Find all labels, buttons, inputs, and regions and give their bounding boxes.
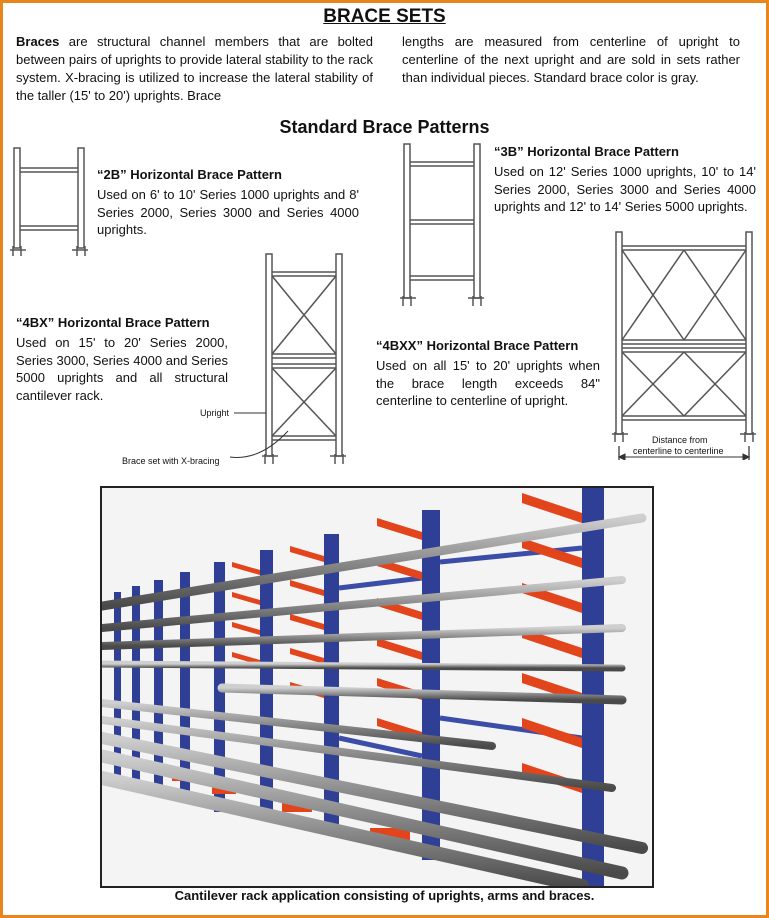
intro-left-text: are structural channel members that are … [16, 34, 373, 103]
upright-label: Upright [200, 408, 230, 418]
diagram-2b [10, 147, 88, 256]
cantilever-rack-illustration [102, 488, 652, 886]
pattern-2b-heading: “2B” Horizontal Brace Pattern [97, 167, 282, 182]
section-title: Standard Brace Patterns [279, 117, 490, 137]
diagram-3b [400, 143, 484, 306]
pattern-4bx-heading: “4BX” Horizontal Brace Pattern [16, 315, 210, 330]
pattern-2b-text: Used on 6' to 10' Series 1000 uprights a… [97, 187, 359, 237]
brace-set-label: Brace set with X-bracing [122, 456, 220, 466]
intro-left-paragraph: Braces are structural channel members th… [16, 33, 373, 105]
upright-leader-line [230, 412, 289, 458]
pattern-3b-heading: “3B” Horizontal Brace Pattern [494, 144, 679, 159]
pattern-4bxx-heading: “4BXX” Horizontal Brace Pattern [376, 338, 579, 353]
diagram-4bxx [612, 231, 756, 460]
pattern-4bxx-text: Used on all 15' to 20' uprights when the… [376, 358, 600, 408]
intro-right-paragraph: lengths are measured from centerline of … [402, 34, 740, 85]
intro-bold-term: Braces [16, 34, 60, 49]
photo-caption: Cantilever rack application consisting o… [174, 888, 595, 903]
diagram-4bx [262, 253, 346, 464]
page-title: BRACE SETS [323, 6, 446, 27]
distance-label-line2: centerline to centerline [633, 446, 724, 456]
distance-label-line1: Distance from [652, 435, 708, 445]
pattern-3b-text: Used on 12' Series 1000 uprights, 10' to… [494, 164, 756, 214]
cantilever-rack-photo [100, 486, 654, 888]
pattern-4bx-text: Used on 15' to 20' Series 2000, Series 3… [16, 335, 228, 403]
